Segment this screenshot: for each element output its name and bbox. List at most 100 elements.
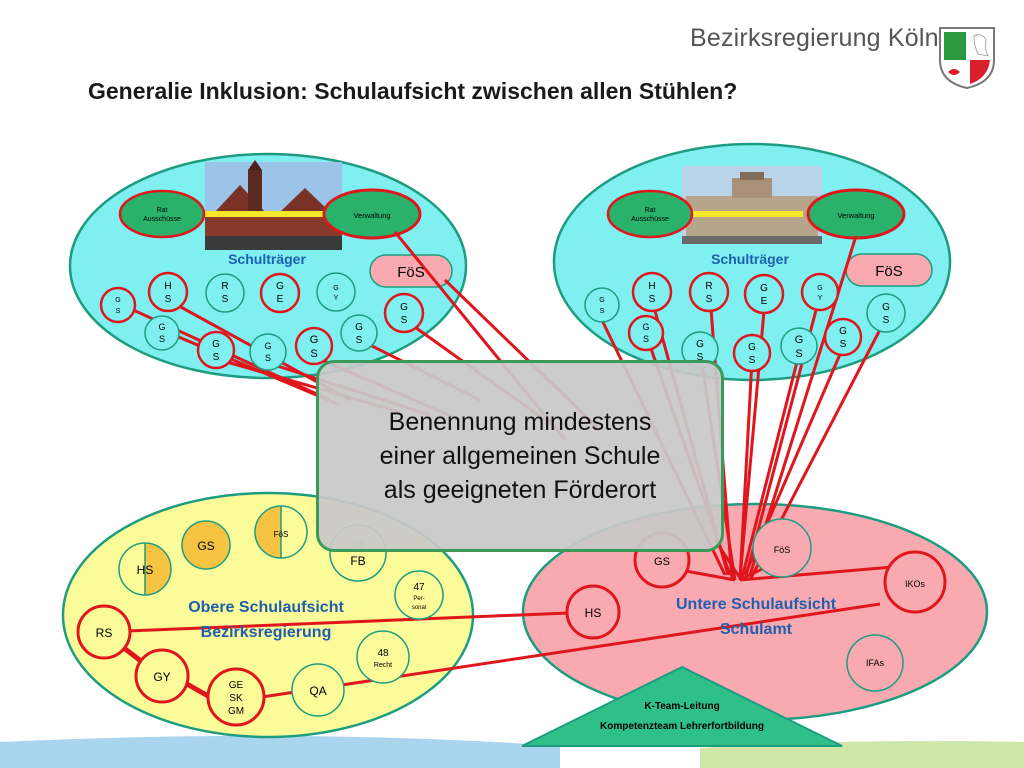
rat-ausschuesse-left <box>118 189 206 239</box>
letter: S <box>643 334 649 344</box>
letter: G <box>760 283 768 294</box>
rat-right-line2: Ausschüsse <box>631 216 669 223</box>
letter: G <box>333 285 338 292</box>
page-title: Generalie Inklusion: Schulaufsicht zwisc… <box>88 78 738 104</box>
town-hall-left-image <box>205 160 342 250</box>
letter: G <box>817 285 822 292</box>
school-gy-l <box>316 272 356 312</box>
letter: G <box>839 326 847 337</box>
untere-foes-label: FöS <box>774 545 791 555</box>
letter: G <box>212 339 220 350</box>
school-ge-l <box>259 272 301 314</box>
foes-right-label: FöS <box>875 263 903 280</box>
rat-left-line1: Rat <box>157 207 168 214</box>
overlay-message-box: Benennung mindestens einer allgemeinen S… <box>316 360 724 552</box>
letter: G <box>264 341 271 351</box>
letter: S <box>401 315 408 326</box>
ikos-circle <box>883 550 947 614</box>
obere-title-1: Obere Schulaufsicht <box>188 599 344 616</box>
gy-label: GY <box>153 670 170 684</box>
school-gs-r7 <box>823 317 863 357</box>
letter: R <box>705 281 712 292</box>
ge-sk-gm-circle <box>206 667 266 727</box>
verwaltung-right-label: Verwaltung <box>837 211 874 220</box>
rat-right-line1: Rat <box>645 207 656 214</box>
school-gs-l3 <box>383 292 425 334</box>
letter: G <box>696 339 704 350</box>
untere-foes-circle <box>752 518 812 578</box>
sk-label: SK <box>229 693 243 704</box>
school-gs-l5 <box>249 333 287 371</box>
letter: S <box>213 352 220 363</box>
letter: S <box>795 348 802 360</box>
kompetenzteam-triangle <box>521 665 843 747</box>
school-gy-r <box>800 272 840 312</box>
schultraeger-right-label: Schulträger <box>711 251 789 267</box>
ifas-circle <box>846 634 904 692</box>
school-gs-l6 <box>294 326 334 366</box>
qa-label: QA <box>309 684 326 698</box>
letter: G <box>882 302 890 313</box>
fb47-line1: Per- <box>413 596 424 602</box>
verwaltung-left <box>322 188 422 240</box>
nrw-crest-icon <box>939 27 995 90</box>
obere-title-2: Bezirksregierung <box>201 624 332 641</box>
rs-circle <box>76 604 132 660</box>
bottom-stripe-green <box>700 740 1024 768</box>
fb46-label: FB <box>350 554 365 568</box>
letter: G <box>158 322 165 332</box>
letter: S <box>356 335 363 346</box>
k-team-label: K-Team-Leitung <box>644 701 719 712</box>
brand-name: Bezirksregierung Köln <box>690 24 939 52</box>
school-gs-r6 <box>780 327 818 365</box>
untere-title-1: Untere Schulaufsicht <box>676 596 837 613</box>
letter: S <box>749 355 756 366</box>
letter: S <box>222 294 229 305</box>
bottom-stripe-blue <box>0 735 560 768</box>
letter: G <box>795 334 804 346</box>
fb47-num: 47 <box>413 582 425 593</box>
letter: R <box>221 281 228 292</box>
letter: S <box>649 294 656 305</box>
school-gs-l2 <box>144 315 180 351</box>
town-hall-right-image <box>682 166 822 244</box>
rat-left-line2: Ausschüsse <box>143 216 181 223</box>
school-gs-r1 <box>584 287 620 323</box>
schultraeger-left-label: Schulträger <box>228 251 306 267</box>
letter: E <box>761 296 768 307</box>
fb47-line2: sonal <box>412 605 426 611</box>
untere-hs-circle <box>565 584 621 640</box>
obere-foes-label: FöS <box>274 530 289 539</box>
letter: S <box>600 308 605 315</box>
overlay-line-3: als geeigneten Förderort <box>383 476 657 504</box>
gm-label: GM <box>228 706 244 717</box>
school-rs-l <box>205 273 245 313</box>
obere-gs-circle <box>181 520 231 570</box>
fb48-num: 48 <box>377 648 389 659</box>
letter: H <box>164 281 171 292</box>
school-hs-l <box>147 271 189 313</box>
school-gs-l4 <box>196 330 236 370</box>
fb47-circle <box>394 570 444 620</box>
kompetenzteam-label: Kompetenzteam Lehrerfortbildung <box>600 721 764 732</box>
untere-title-2: Schulamt <box>720 621 793 638</box>
rat-ausschuesse-right <box>606 189 694 239</box>
untere-hs-label: HS <box>585 606 602 620</box>
obere-hs-label: HS <box>137 563 154 577</box>
ikos-label: IKOs <box>905 579 926 589</box>
letter: S <box>165 294 172 305</box>
school-gs-r2 <box>627 314 665 352</box>
letter: G <box>642 322 649 332</box>
school-rs-r <box>688 271 730 313</box>
school-hs-r <box>631 271 673 313</box>
letter: S <box>116 308 121 315</box>
school-gs-l7 <box>340 314 378 352</box>
letter: G <box>276 281 284 292</box>
letter: S <box>883 315 890 326</box>
school-gs-r5 <box>732 333 772 373</box>
foes-left-label: FöS <box>397 264 425 281</box>
letter: H <box>648 281 655 292</box>
rs-label: RS <box>96 626 113 640</box>
ge-label: GE <box>229 680 244 691</box>
